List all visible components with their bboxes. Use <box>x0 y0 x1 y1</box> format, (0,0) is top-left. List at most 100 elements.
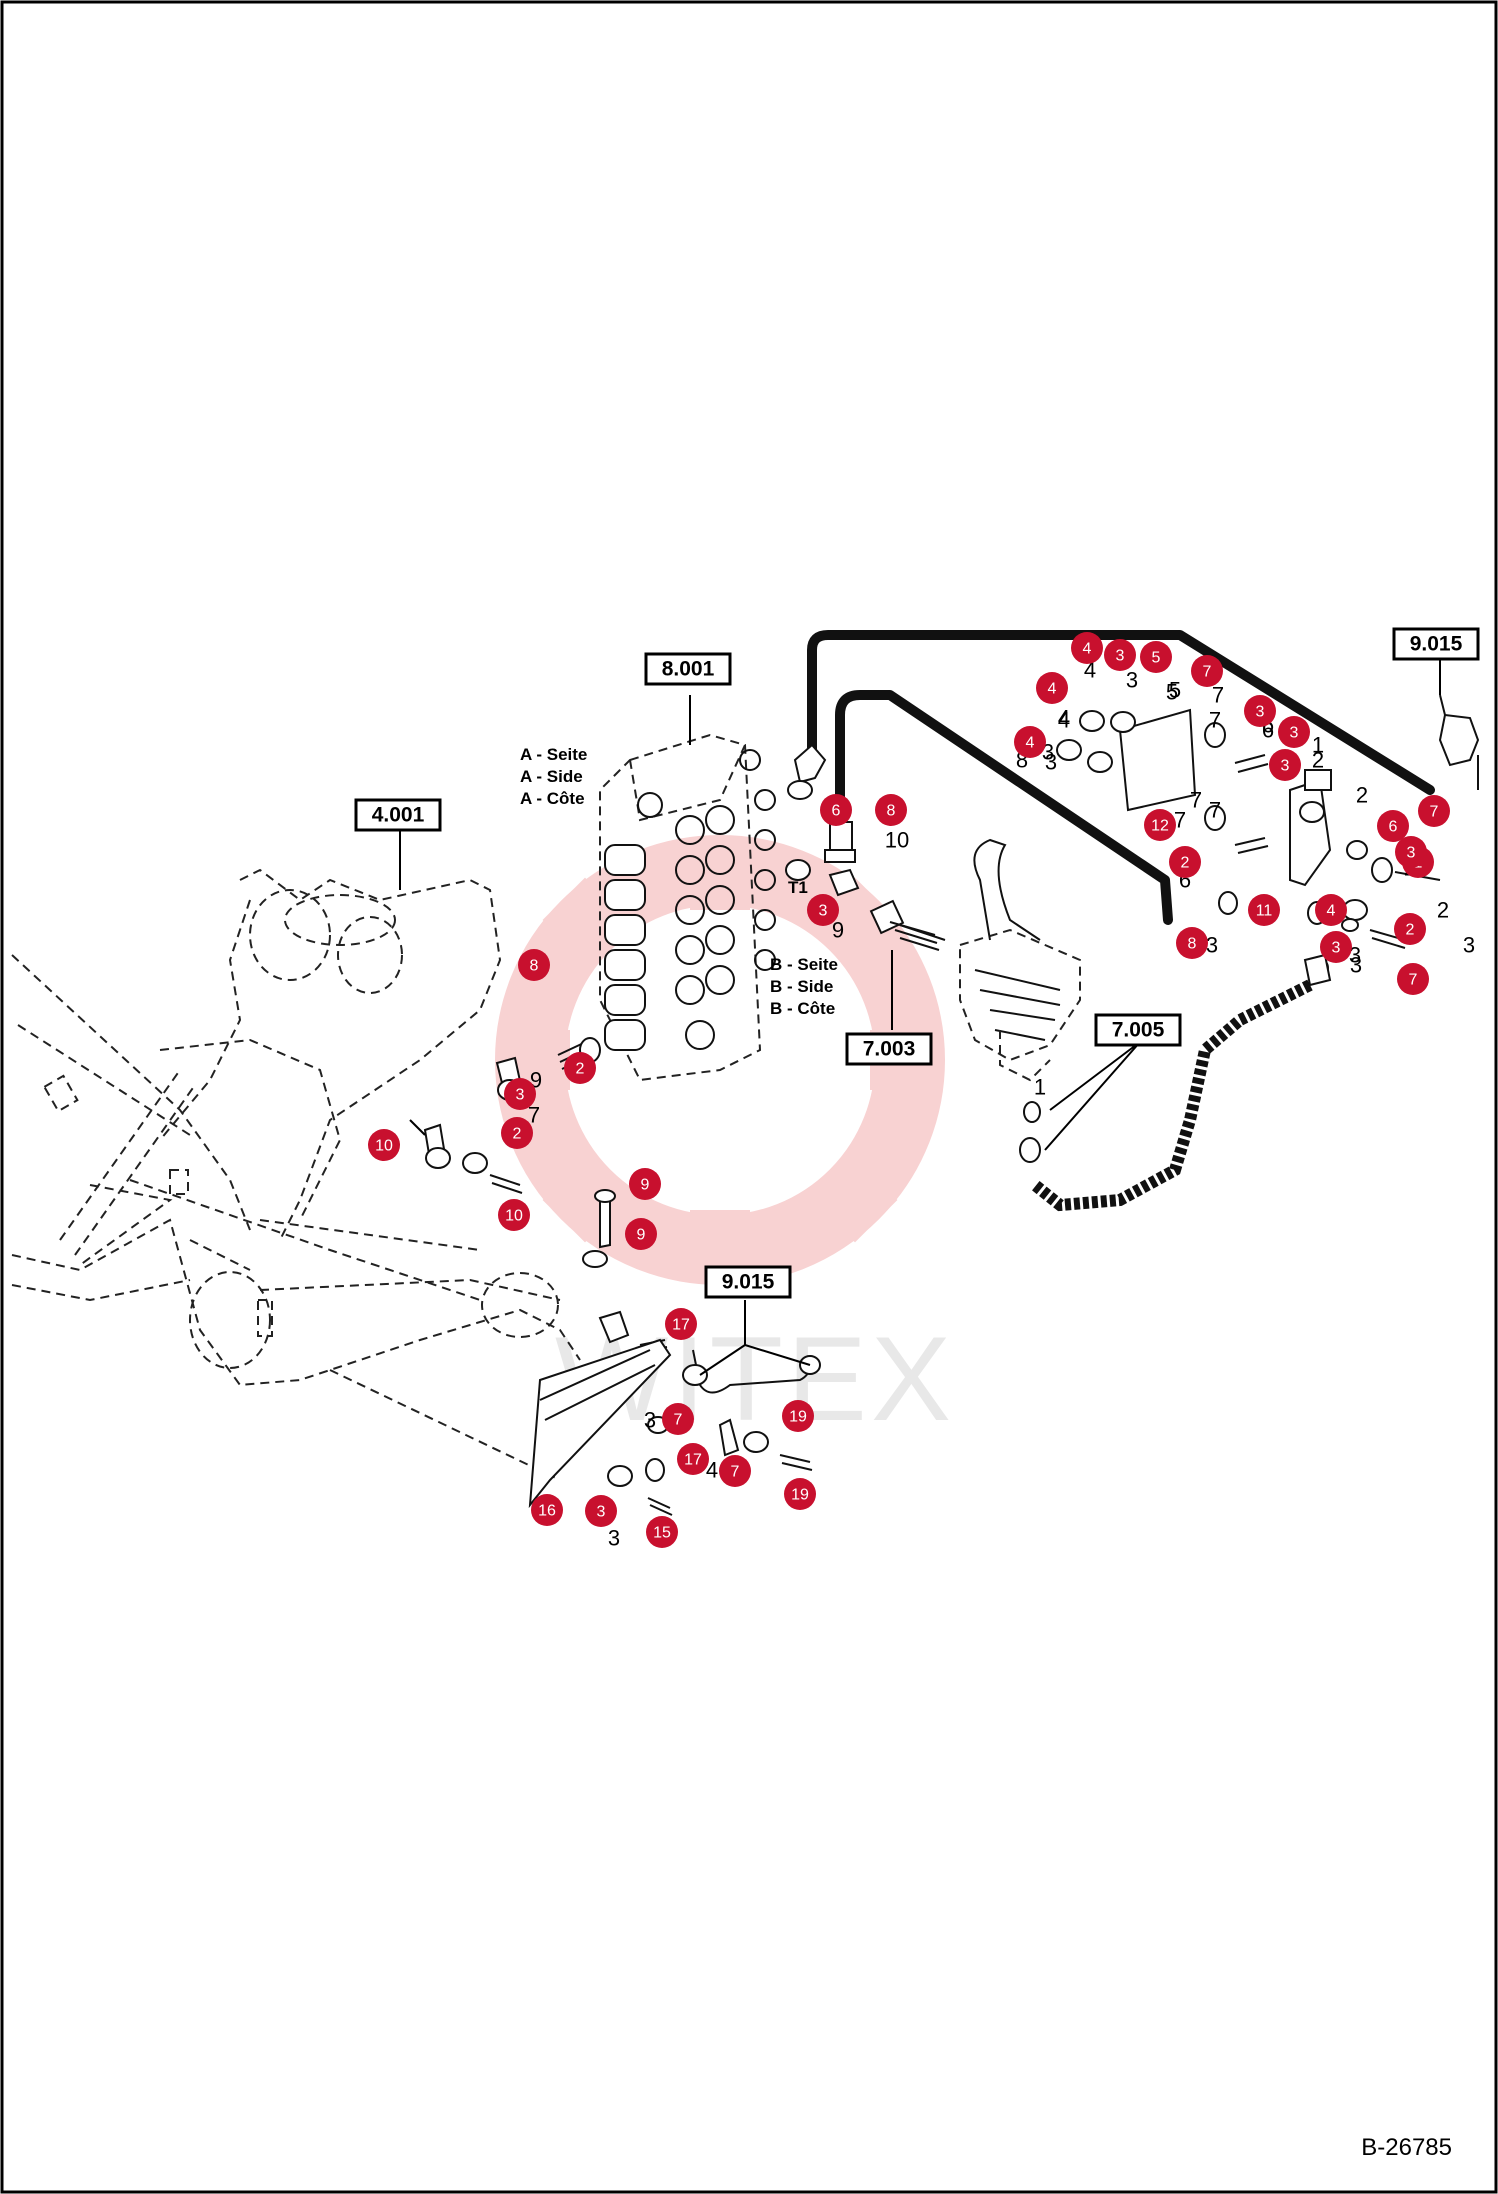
callout-label: 3 <box>1332 940 1341 957</box>
callout-label: 9 <box>641 1177 650 1194</box>
callout-17[interactable]: 17 <box>665 1308 697 1340</box>
ref-box-9015-top[interactable]: 9.015 <box>1392 627 1480 661</box>
ref-box-7003[interactable]: 7.003 <box>845 1032 933 1066</box>
callout-label: 6 <box>1389 819 1398 836</box>
callout-3[interactable]: 3 <box>807 894 839 926</box>
callout-label: 3 <box>1281 758 1290 775</box>
callout-9[interactable]: 9 <box>629 1168 661 1200</box>
callout-12[interactable]: 12 <box>1144 809 1176 841</box>
callout-7[interactable]: 7 <box>719 1455 751 1487</box>
callout-15[interactable]: 15 <box>646 1516 678 1548</box>
callout-6[interactable]: 6 <box>820 794 852 826</box>
callout-11[interactable]: 11 <box>1248 894 1280 926</box>
callout-2[interactable]: 2 <box>1394 913 1426 945</box>
ref-box-8001[interactable]: 8.001 <box>644 652 732 686</box>
callouts: 4357443337611221183276838322101099177191… <box>368 632 1450 1548</box>
callout-10[interactable]: 10 <box>368 1129 400 1161</box>
callout-label: 16 <box>538 1503 556 1520</box>
callout-19[interactable]: 19 <box>784 1478 816 1510</box>
callout-3[interactable]: 3 <box>1278 716 1310 748</box>
part-number-7: 7 <box>1190 788 1202 813</box>
part-number-10: 10 <box>885 828 909 853</box>
callout-17[interactable]: 17 <box>677 1443 709 1475</box>
callout-label: 3 <box>1256 704 1265 721</box>
callout-4[interactable]: 4 <box>1071 632 1103 664</box>
reference-leaders <box>399 660 1441 1376</box>
callout-label: 7 <box>731 1464 740 1481</box>
part-number-3: 3 <box>1463 933 1475 958</box>
callout-3[interactable]: 3 <box>585 1495 617 1527</box>
part-number-7: 7 <box>1209 798 1221 823</box>
callout-7[interactable]: 7 <box>1191 655 1223 687</box>
callout-16[interactable]: 16 <box>531 1494 563 1526</box>
callout-3[interactable]: 3 <box>1395 836 1427 868</box>
callout-label: 19 <box>789 1409 807 1426</box>
callout-label: 3 <box>1116 648 1125 665</box>
callout-label: 7 <box>1409 972 1418 989</box>
callout-19[interactable]: 19 <box>782 1400 814 1432</box>
part-number-5: 5 <box>1166 680 1178 705</box>
part-number-3: 3 <box>1206 933 1218 958</box>
part-number-1: 1 <box>1034 1075 1046 1100</box>
callout-label: 6 <box>832 803 841 820</box>
callout-label: 8 <box>530 958 539 975</box>
part-number-2: 2 <box>1437 898 1449 923</box>
svg-text:9.015: 9.015 <box>1410 633 1463 656</box>
part-number-5: 5 <box>1169 678 1181 703</box>
part-number-7: 7 <box>1212 683 1224 708</box>
callout-3[interactable]: 3 <box>1320 931 1352 963</box>
callout-label: 2 <box>513 1126 522 1143</box>
callout-label: 11 <box>1256 903 1273 920</box>
callout-3[interactable]: 3 <box>504 1078 536 1110</box>
hydraulic-hoses <box>807 630 1435 1212</box>
part-number-7: 7 <box>1174 808 1186 833</box>
svg-text:7.003: 7.003 <box>863 1038 916 1061</box>
part-number-3: 3 <box>644 1408 656 1433</box>
callout-9[interactable]: 9 <box>625 1218 657 1250</box>
callout-label: 10 <box>505 1208 523 1225</box>
callout-2[interactable]: 2 <box>564 1052 596 1084</box>
part-number-3: 3 <box>1045 750 1057 775</box>
callout-label: 17 <box>684 1452 702 1469</box>
callout-5[interactable]: 5 <box>1140 641 1172 673</box>
callout-2[interactable]: 2 <box>1169 846 1201 878</box>
part-number-1: 1 <box>1312 733 1324 758</box>
callout-8[interactable]: 8 <box>875 794 907 826</box>
ref-box-9015-bottom[interactable]: 9.015 <box>704 1265 792 1299</box>
part-number-2: 2 <box>1312 748 1324 773</box>
a-side-fr: A - Côte <box>520 789 585 808</box>
callout-3[interactable]: 3 <box>1244 695 1276 727</box>
callout-label: 3 <box>597 1504 606 1521</box>
callout-4[interactable]: 4 <box>1315 894 1347 926</box>
callout-label: 2 <box>1181 855 1190 872</box>
callout-label: 4 <box>1327 903 1336 920</box>
callout-label: 17 <box>672 1317 690 1334</box>
callout-2[interactable]: 2 <box>501 1117 533 1149</box>
callout-label: 4 <box>1083 641 1092 658</box>
callout-7[interactable]: 7 <box>662 1403 694 1435</box>
callout-6[interactable]: 6 <box>1377 810 1409 842</box>
ref-box-4001[interactable]: 4.001 <box>354 798 442 832</box>
callout-3[interactable]: 3 <box>1269 749 1301 781</box>
callout-8[interactable]: 8 <box>1176 927 1208 959</box>
callout-label: 19 <box>791 1487 809 1504</box>
callout-7[interactable]: 7 <box>1418 795 1450 827</box>
svg-text:8.001: 8.001 <box>662 658 715 681</box>
part-number-3: 3 <box>608 1526 620 1551</box>
part-number-2: 2 <box>1356 783 1368 808</box>
ref-box-7005[interactable]: 7.005 <box>1094 1013 1182 1047</box>
svg-text:4.001: 4.001 <box>372 804 425 827</box>
callout-label: 4 <box>1026 735 1035 752</box>
callout-7[interactable]: 7 <box>1397 963 1429 995</box>
callout-label: 10 <box>375 1138 393 1155</box>
callout-label: 7 <box>1203 664 1212 681</box>
callout-4[interactable]: 4 <box>1036 672 1068 704</box>
callout-label: 7 <box>674 1412 683 1429</box>
callout-8[interactable]: 8 <box>518 949 550 981</box>
callout-4[interactable]: 4 <box>1014 726 1046 758</box>
callout-10[interactable]: 10 <box>498 1199 530 1231</box>
callout-3[interactable]: 3 <box>1104 639 1136 671</box>
part-number-3: 3 <box>1350 953 1362 978</box>
